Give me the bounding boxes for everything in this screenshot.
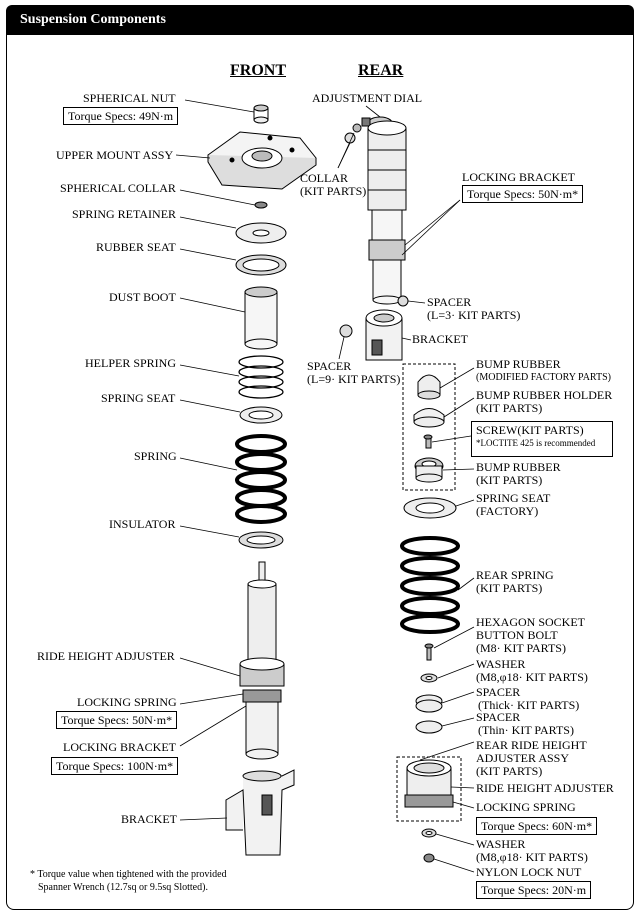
rear-bump-rubber-1-label: BUMP RUBBER xyxy=(476,357,561,371)
diagram-frame xyxy=(6,35,634,910)
rear-hex-bolt-line-2: BUTTON BOLT xyxy=(476,628,558,642)
rear-nylon-nut-drawing xyxy=(423,853,435,863)
front-spring-retainer-drawing xyxy=(235,222,287,244)
rear-bracket-label: BRACKET xyxy=(412,332,469,346)
rear-damper-drawing xyxy=(367,120,407,305)
front-ride-height-adjuster-label: RIDE HEIGHT ADJUSTER xyxy=(37,649,175,663)
rear-rrha-line-1: REAR RIDE HEIGHT xyxy=(476,738,587,752)
front-insulator-label: INSULATOR xyxy=(109,517,176,531)
rear-spacer-a-drawing xyxy=(397,295,409,307)
rear-washer-b-label: WASHER xyxy=(476,837,526,851)
rear-bump-rubber-1-drawing xyxy=(417,374,441,400)
rear-locking-spring-torque: Torque Specs: 60N·m* xyxy=(476,817,598,835)
rear-washer-a-label: WASHER xyxy=(476,657,526,671)
front-locking-spring-torque: Torque Specs: 50N·m* xyxy=(56,711,178,729)
rear-spacer-thick-sub: (Thick· KIT PARTS) xyxy=(478,698,580,712)
rear-bump-rubber-holder-drawing xyxy=(413,408,445,428)
rear-washer-b-drawing xyxy=(421,828,437,838)
front-bracket-label: BRACKET xyxy=(121,812,178,826)
front-upper-mount-drawing xyxy=(207,131,317,190)
rear-nylon-nut-label: NYLON LOCK NUT xyxy=(476,865,582,879)
footnote-line-1: * Torque value when tightened with the p… xyxy=(30,869,227,880)
rear-washer-b-sub: (M8,φ18· KIT PARTS) xyxy=(476,850,588,864)
rear-locking-spring-label: LOCKING SPRING xyxy=(476,800,576,814)
rear-spring-sub: (KIT PARTS) xyxy=(476,581,543,595)
rear-bump-rubber-holder-label: BUMP RUBBER HOLDER xyxy=(476,388,613,402)
rear-nylon-nut-torque: Torque Specs: 20N·m xyxy=(476,881,592,899)
front-spring-retainer-label: SPRING RETAINER xyxy=(72,207,177,221)
front-spherical-collar-drawing xyxy=(254,201,268,209)
front-locking-spring-label: LOCKING SPRING xyxy=(77,695,177,709)
rear-screw-note: *LOCTITE 425 is recommended xyxy=(476,438,596,448)
rear-spacer-b-label: SPACER xyxy=(307,359,352,373)
front-spherical-nut-drawing xyxy=(253,104,269,124)
rear-screw-drawing xyxy=(423,434,433,449)
front-rubber-seat-drawing xyxy=(235,254,287,276)
rear-ride-height-adjuster-drawing xyxy=(404,759,454,808)
front-upper-mount-label: UPPER MOUNT ASSY xyxy=(56,148,174,162)
rear-spacer-b-drawing xyxy=(339,324,353,338)
rear-collar-label: COLLAR xyxy=(300,171,348,185)
rear-screw-label: SCREW(KIT PARTS) xyxy=(476,423,584,437)
section-title: Suspension Components xyxy=(20,12,166,27)
front-spring-seat-label: SPRING SEAT xyxy=(101,391,176,405)
front-dust-boot-drawing xyxy=(244,286,278,350)
front-helper-spring-label: HELPER SPRING xyxy=(85,356,177,370)
rear-spring-seat-sub: (FACTORY) xyxy=(476,504,539,518)
rear-collar-drawing xyxy=(344,123,362,144)
front-spring-seat-drawing xyxy=(239,406,283,424)
rear-column-title: REAR xyxy=(358,62,404,79)
rear-spacer-thin-sub: (Thin· KIT PARTS) xyxy=(478,723,574,737)
rear-bump-rubber-2-sub: (KIT PARTS) xyxy=(476,473,543,487)
rear-rrha-line-3: (KIT PARTS) xyxy=(476,764,543,778)
rear-spacer-thick-label: SPACER xyxy=(476,685,521,699)
rear-rrha-line-2: ADJUSTER ASSY xyxy=(476,751,570,765)
rear-bracket-drawing xyxy=(365,309,403,361)
front-locking-bracket-label: LOCKING BRACKET xyxy=(63,740,176,754)
front-dust-boot-label: DUST BOOT xyxy=(109,290,176,304)
front-spherical-nut-torque: Torque Specs: 49N·m xyxy=(63,107,179,125)
rear-adjustment-dial-label: ADJUSTMENT DIAL xyxy=(312,91,423,105)
rear-hex-bolt-line-3: (M8· KIT PARTS) xyxy=(476,641,566,655)
rear-spacer-b-sub: (L=9· KIT PARTS) xyxy=(307,372,401,386)
front-helper-spring-drawing xyxy=(238,355,284,399)
rear-washer-a-drawing xyxy=(420,673,438,683)
rear-bump-rubber-holder-sub: (KIT PARTS) xyxy=(476,401,543,415)
front-spring-drawing xyxy=(235,434,287,524)
rear-washer-a-sub: (M8,φ18· KIT PARTS) xyxy=(476,670,588,684)
front-spherical-collar-label: SPHERICAL COLLAR xyxy=(60,181,176,195)
rear-spring-label: REAR SPRING xyxy=(476,568,554,582)
leader-lines xyxy=(175,99,475,873)
rear-spacer-a-sub: (L=3· KIT PARTS) xyxy=(427,308,521,322)
kit-parts-group-box xyxy=(402,363,456,491)
rear-locking-bracket-label: LOCKING BRACKET xyxy=(462,170,575,184)
front-spherical-nut-label: SPHERICAL NUT xyxy=(83,91,176,105)
rear-hex-bolt-drawing xyxy=(424,643,434,661)
rear-bump-rubber-2-label: BUMP RUBBER xyxy=(476,460,561,474)
front-bracket-drawing xyxy=(225,769,295,856)
front-spring-label: SPRING xyxy=(134,449,177,463)
front-insulator-drawing xyxy=(238,531,284,549)
rear-bump-rubber-2-drawing xyxy=(414,457,444,483)
front-column-title: FRONT xyxy=(230,62,286,79)
front-rubber-seat-label: RUBBER SEAT xyxy=(96,240,176,254)
rear-locking-bracket-torque: Torque Specs: 50N·m* xyxy=(462,185,584,203)
rear-spacer-thin-label: SPACER xyxy=(476,710,521,724)
rear-bump-rubber-1-sub: (MODIFIED FACTORY PARTS) xyxy=(476,372,611,383)
rear-spring-drawing xyxy=(400,536,460,634)
footnote-line-2: Spanner Wrench (12.7sq or 9.5sq Slotted)… xyxy=(38,882,208,893)
rear-collar-sub: (KIT PARTS) xyxy=(300,184,367,198)
section-header: Suspension Components xyxy=(6,5,634,35)
front-damper-drawing xyxy=(239,561,285,760)
rear-screw-callout: SCREW(KIT PARTS) *LOCTITE 425 is recomme… xyxy=(471,421,613,457)
rear-spacer-thin-drawing xyxy=(415,720,443,734)
rear-spacer-thick-drawing xyxy=(415,694,443,713)
rear-hex-bolt-line-1: HEXAGON SOCKET xyxy=(476,615,585,629)
front-locking-bracket-torque: Torque Specs: 100N·m* xyxy=(51,757,179,775)
rear-spacer-a-label: SPACER xyxy=(427,295,472,309)
rear-ride-height-adjuster-label: RIDE HEIGHT ADJUSTER xyxy=(476,781,614,795)
rear-spring-seat-drawing xyxy=(403,497,457,519)
rear-spring-seat-label: SPRING SEAT xyxy=(476,491,551,505)
